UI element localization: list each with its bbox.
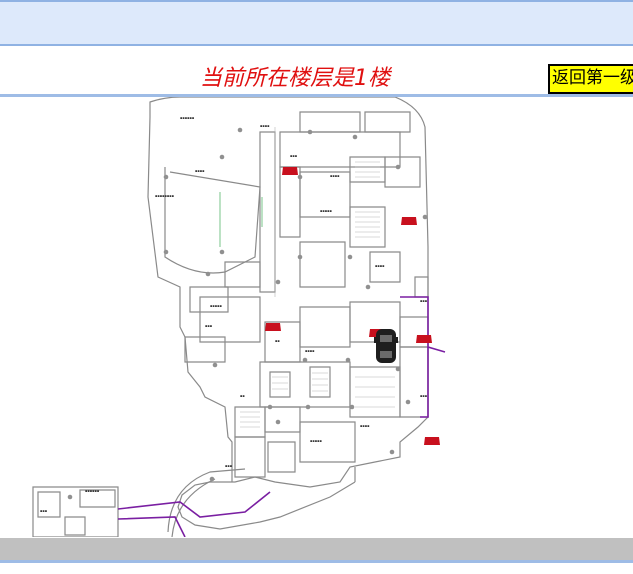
svg-text:▪▪▪▪: ▪▪▪▪	[330, 174, 340, 178]
svg-text:▪▪▪▪▪: ▪▪▪▪▪	[210, 304, 222, 308]
svg-text:▪▪: ▪▪	[240, 394, 245, 398]
car-icon[interactable]	[401, 217, 417, 225]
current-location-car-icon[interactable]	[374, 329, 398, 363]
building-outline	[149, 96, 429, 530]
back-to-first-level-button[interactable]: 返回第一级	[548, 64, 633, 94]
car-icon[interactable]	[265, 323, 281, 331]
svg-text:▪▪▪: ▪▪▪	[290, 154, 298, 158]
footer-space	[0, 563, 633, 574]
building-outline-west	[147, 116, 233, 482]
svg-text:▪▪▪: ▪▪▪	[420, 299, 428, 303]
svg-text:▪▪▪: ▪▪▪	[40, 509, 48, 513]
svg-text:▪▪▪▪▪▪: ▪▪▪▪▪▪	[85, 489, 100, 493]
svg-text:▪▪▪▪▪▪▪▪: ▪▪▪▪▪▪▪▪	[155, 194, 175, 198]
ramp-curve	[167, 468, 246, 533]
car-icon[interactable]	[282, 167, 298, 175]
svg-text:▪▪▪▪: ▪▪▪▪	[305, 349, 315, 353]
floor-plan-svg: ▪▪▪▪▪▪▪▪▪▪ ▪▪▪▪▪▪▪ ▪▪▪▪▪▪▪▪▪▪▪▪ ▪▪▪▪▪▪▪▪…	[32, 96, 446, 538]
svg-text:▪▪▪▪: ▪▪▪▪	[260, 124, 270, 128]
route-line	[117, 296, 446, 538]
ramp-curve-inner	[171, 478, 216, 538]
svg-text:▪▪▪▪: ▪▪▪▪	[195, 169, 205, 173]
title-row: 当前所在楼层是1楼	[0, 48, 633, 94]
car-icon[interactable]	[424, 437, 440, 445]
svg-text:▪▪▪: ▪▪▪	[420, 394, 428, 398]
svg-text:▪▪: ▪▪	[275, 339, 280, 343]
svg-text:▪▪▪▪: ▪▪▪▪	[360, 424, 370, 428]
svg-text:▪▪▪▪▪▪: ▪▪▪▪▪▪	[180, 116, 195, 120]
divider	[0, 94, 633, 97]
car-icon[interactable]	[416, 335, 432, 343]
header-band	[0, 0, 633, 46]
footer-bar	[0, 538, 633, 560]
svg-text:▪▪▪▪▪: ▪▪▪▪▪	[320, 209, 332, 213]
svg-text:▪▪▪: ▪▪▪	[205, 324, 213, 328]
footer-divider	[0, 560, 633, 563]
svg-text:▪▪▪▪▪: ▪▪▪▪▪	[310, 439, 322, 443]
svg-text:▪▪▪: ▪▪▪	[225, 464, 233, 468]
floor-title: 当前所在楼层是1楼	[200, 66, 390, 91]
floor-map[interactable]: ▪▪▪▪▪▪▪▪▪▪ ▪▪▪▪▪▪▪ ▪▪▪▪▪▪▪▪▪▪▪▪ ▪▪▪▪▪▪▪▪…	[0, 96, 633, 538]
svg-text:▪▪▪▪: ▪▪▪▪	[375, 264, 385, 268]
curved-hall	[164, 167, 261, 274]
